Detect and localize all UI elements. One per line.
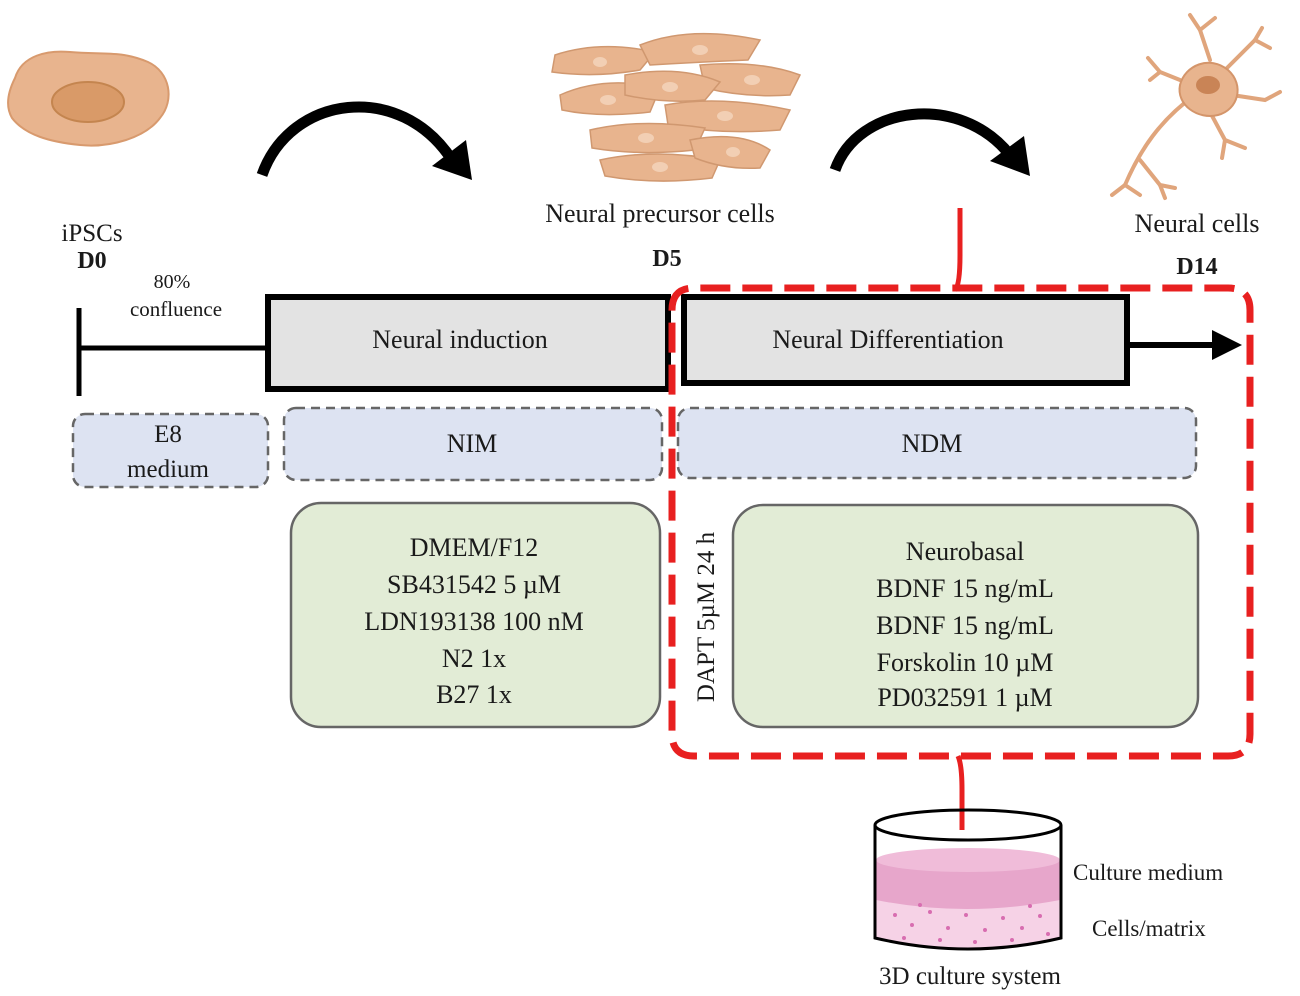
nim-component: SB431542 5 µM	[387, 570, 561, 599]
dapt-label: DAPT 5µM 24 h	[693, 531, 720, 702]
transition-arrow-2	[829, 108, 1015, 173]
neuron-nucleus-icon	[1196, 76, 1220, 94]
nim-label: NIM	[447, 429, 498, 458]
nim-component: LDN193138 100 nM	[364, 607, 584, 636]
culture-dish-icon	[873, 808, 1063, 951]
ndm-label: NDM	[902, 429, 963, 458]
ndm-components-box	[731, 503, 1200, 729]
stage-neural-label: Neural cells	[1135, 209, 1260, 238]
confluence-note-line2: confluence	[130, 297, 222, 321]
ipsc-cell-icon	[7, 50, 170, 147]
e8-medium-box	[71, 412, 270, 489]
stage-ipsc-day: D0	[77, 248, 106, 274]
transition-arrowhead-1	[432, 140, 472, 180]
highlight-region	[668, 284, 1254, 760]
nim-box	[282, 406, 664, 482]
stage-ipsc-label: iPSCs	[61, 220, 122, 247]
ndm-components-list: Neurobasal BDNF 15 ng/mL BDNF 15 ng/mL F…	[876, 537, 1054, 712]
neural-differentiation-label: Neural Differentiation	[772, 325, 1003, 354]
stage-npc-label: Neural precursor cells	[545, 199, 775, 228]
nim-component: N2 1x	[442, 644, 506, 673]
nim-component: DMEM/F12	[410, 533, 539, 562]
transition-arrow-1	[256, 101, 457, 177]
ndm-component: PD032591 1 µM	[877, 683, 1052, 712]
stage-neural-day: D14	[1176, 254, 1217, 280]
culture-system-title: 3D culture system	[879, 963, 1061, 990]
neuron-icon	[1110, 13, 1282, 200]
nim-components-box	[289, 501, 662, 729]
nim-components-list: DMEM/F12 SB431542 5 µM LDN193138 100 nM …	[364, 533, 584, 709]
nim-component: B27 1x	[436, 680, 512, 709]
ndm-component: BDNF 15 ng/mL	[876, 611, 1054, 640]
neural-induction-label: Neural induction	[372, 325, 547, 354]
ndm-box	[676, 406, 1198, 480]
highlight-connector-bottom	[955, 754, 965, 830]
transition-arrowhead-2	[990, 136, 1030, 176]
ndm-component: Forskolin 10 µM	[877, 648, 1054, 677]
highlight-connector-top	[952, 208, 963, 292]
stage-npc-day: D5	[652, 246, 681, 272]
timeline-arrowhead	[1212, 330, 1242, 360]
ndm-component: Neurobasal	[906, 537, 1024, 566]
e8-medium-line2: medium	[127, 456, 209, 483]
e8-medium-line1: E8	[154, 421, 182, 448]
precursor-cells-icon	[551, 32, 802, 182]
ndm-component: BDNF 15 ng/mL	[876, 574, 1054, 603]
neural-differentiation-box	[681, 294, 1130, 386]
confluence-note-line1: 80%	[154, 271, 191, 293]
culture-medium-label: Culture medium	[1073, 860, 1223, 885]
cells-matrix-label: Cells/matrix	[1092, 916, 1206, 941]
neural-induction-box	[265, 294, 671, 392]
